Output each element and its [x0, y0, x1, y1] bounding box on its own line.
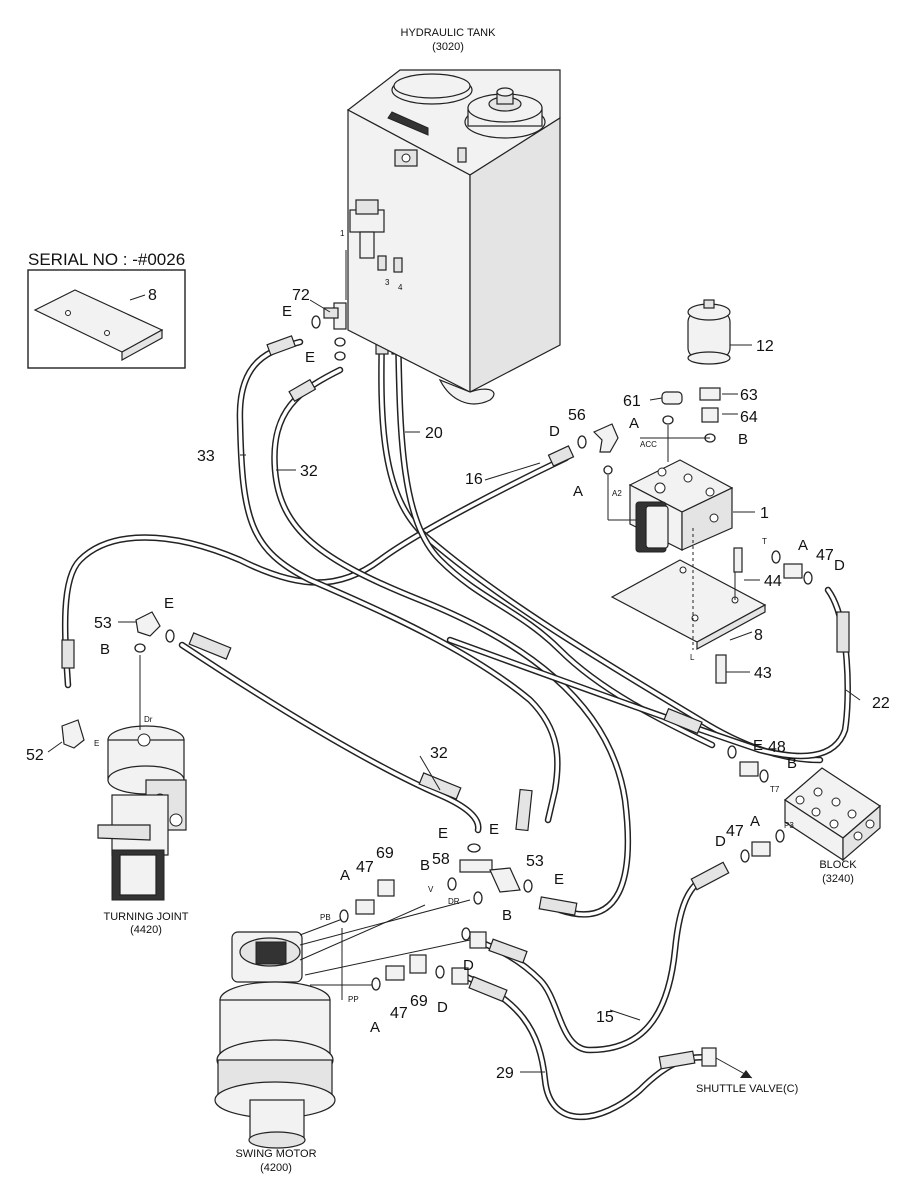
part-16: 16 — [465, 471, 483, 488]
part-47b: 47 — [726, 823, 744, 840]
part-69b: 69 — [410, 993, 428, 1010]
part-47d: 47 — [390, 1005, 408, 1022]
swing-motor-name: SWING MOTOR — [235, 1148, 316, 1160]
part-52: 52 — [26, 747, 44, 764]
part-61: 61 — [623, 393, 641, 410]
component-labels: TURNING JOINT (4420) SWING MOTOR (4200) … — [104, 859, 858, 1174]
part-22: 22 — [872, 695, 890, 712]
part-47c: 47 — [356, 859, 374, 876]
port-t7: T7 — [770, 785, 780, 794]
port-e-tj: E — [94, 739, 99, 748]
bracket-plate-8 — [610, 528, 767, 651]
part-48: 48 — [768, 739, 786, 756]
seal-letters: E E E E E E E D D D D D A A A A A A B B … — [100, 303, 845, 1036]
turning-joint-name: TURNING JOINT — [104, 911, 189, 923]
seal-e3: E — [164, 595, 174, 612]
part-63: 63 — [740, 387, 758, 404]
seal-b4: B — [420, 857, 430, 874]
port-a2: A2 — [612, 489, 622, 498]
seal-d4: D — [463, 957, 474, 974]
seal-e4: E — [753, 737, 763, 754]
seal-a1: A — [629, 415, 639, 432]
part-47a: 47 — [816, 547, 834, 564]
seal-b2: B — [100, 641, 110, 658]
seal-b1: B — [738, 431, 748, 448]
fittings — [61, 302, 803, 1079]
port-acc: ACC — [640, 440, 657, 449]
port-1: 1 — [340, 229, 345, 238]
port-dr-tj: Dr — [144, 715, 153, 724]
port-pb: PB — [320, 913, 331, 922]
seal-b5: B — [502, 907, 512, 924]
swing-motor — [214, 899, 471, 1149]
seal-d5: D — [437, 999, 448, 1016]
port-t: T — [762, 537, 767, 546]
part-53b: 53 — [526, 853, 544, 870]
serial-part-8: 8 — [148, 287, 157, 304]
swing-motor-code: (4200) — [260, 1162, 292, 1174]
port-p3: P3 — [784, 821, 794, 830]
part-44: 44 — [764, 573, 782, 590]
port-3: 3 — [385, 278, 390, 287]
hose-sleeves — [61, 317, 850, 1070]
port-v: V — [428, 885, 434, 894]
port-dr: DR — [448, 897, 460, 906]
hoses — [61, 326, 851, 1121]
part-53a: 53 — [94, 615, 112, 632]
seal-e2: E — [305, 349, 315, 366]
turning-joint — [97, 655, 187, 901]
block-3240 — [784, 767, 881, 862]
port-pp: PP — [348, 995, 359, 1004]
part-8b: 8 — [754, 627, 763, 644]
seal-e1: E — [282, 303, 292, 320]
part-12: 12 — [756, 338, 774, 355]
seal-e5: E — [438, 825, 448, 842]
part-29: 29 — [496, 1065, 514, 1082]
seal-a6: A — [370, 1019, 380, 1036]
part-58: 58 — [432, 851, 450, 868]
accumulator-12 — [687, 299, 752, 365]
port-labels: ACC A2 T L T7 P3 DR V PB PP Dr E 1 3 4 — [94, 229, 794, 1004]
port-l: L — [690, 653, 695, 662]
seal-a2: A — [573, 483, 583, 500]
part-labels: 1 8 12 15 16 20 22 29 32 32 33 43 44 47 … — [26, 287, 890, 1082]
part-32a: 32 — [300, 463, 318, 480]
tank-name-label: HYDRAULIC TANK — [401, 27, 497, 39]
seal-d1: D — [549, 423, 560, 440]
seal-b3: B — [787, 755, 797, 772]
seal-d3: D — [715, 833, 726, 850]
shuttle-valve-name: SHUTTLE VALVE(C) — [696, 1083, 798, 1095]
seal-e7: E — [489, 821, 499, 838]
part-33: 33 — [197, 448, 215, 465]
part-43: 43 — [754, 665, 772, 682]
serial-box — [27, 269, 186, 369]
seal-a4: A — [750, 813, 760, 830]
block-name: BLOCK — [819, 859, 857, 871]
seal-e6: E — [554, 871, 564, 888]
part-20: 20 — [425, 425, 443, 442]
seal-a3: A — [798, 537, 808, 554]
part-56: 56 — [568, 407, 586, 424]
seal-d2: D — [834, 557, 845, 574]
valve-block-1 — [628, 459, 755, 553]
part-72: 72 — [292, 287, 310, 304]
part-15: 15 — [596, 1009, 614, 1026]
seal-a5: A — [340, 867, 350, 884]
part-64: 64 — [740, 409, 758, 426]
part-32b: 32 — [430, 745, 448, 762]
part-69a: 69 — [376, 845, 394, 862]
part-1: 1 — [760, 505, 769, 522]
leader-lines — [47, 299, 861, 1073]
turning-joint-code: (4420) — [130, 924, 162, 936]
block-code: (3240) — [822, 873, 854, 885]
tank-code-label: (3020) — [432, 41, 464, 53]
serial-label: SERIAL NO : -#0026 — [28, 250, 185, 269]
hydraulic-tank — [345, 69, 561, 405]
port-4: 4 — [398, 283, 403, 292]
